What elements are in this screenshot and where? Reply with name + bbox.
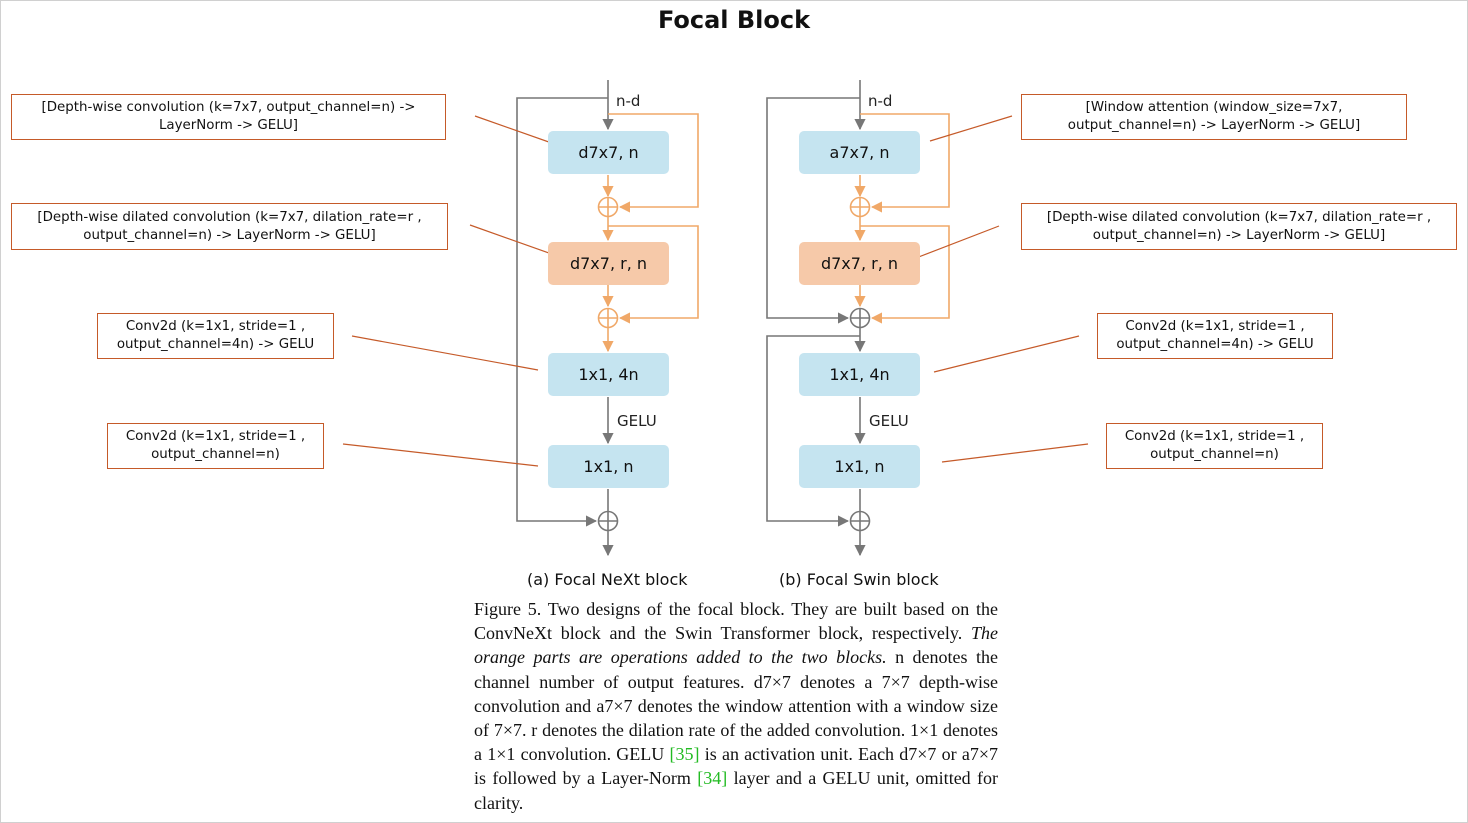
left-block-caption: (a) Focal NeXt block <box>527 570 688 589</box>
left-block-depthwise-conv: d7x7, n <box>548 131 669 174</box>
left-note-conv-4n: Conv2d (k=1x1, stride=1 , output_channel… <box>97 313 334 359</box>
left-note-connectors <box>342 115 564 467</box>
note-line: LayerNorm -> GELU] <box>158 118 299 133</box>
caption-text: n denotes the channel number of output f… <box>474 647 998 765</box>
note-line: Conv2d (k=1x1, stride=1 , <box>1124 429 1305 444</box>
right-block-conv-n: 1x1, n <box>799 445 920 488</box>
caption-text: layer and a GELU unit, omitted for clari… <box>474 768 998 813</box>
citation-link[interactable]: [35] <box>669 744 700 765</box>
note-line: Conv2d (k=1x1, stride=1 , <box>1125 319 1305 334</box>
left-sum-nodes <box>597 196 619 532</box>
right-note-conv-4n: Conv2d (k=1x1, stride=1 , output_channel… <box>1097 313 1333 359</box>
right-block-dilated-conv: d7x7, r, n <box>799 242 920 285</box>
caption-text: is an activation unit. Each d7×7 or a7×7… <box>474 744 999 789</box>
note-line: output_channel=n) -> LayerNorm -> GELU] <box>83 227 376 243</box>
note-line: output_channel=4n) -> GELU <box>1116 337 1314 352</box>
note-line: output_channel=n) <box>1150 447 1279 462</box>
left-block-conv-4n: 1x1, 4n <box>548 353 669 396</box>
left-main-path <box>516 80 614 557</box>
note-line: output_channel=4n) -> GELU <box>116 337 315 352</box>
note-line: [Depth-wise convolution (k=7x7, output_c… <box>41 100 416 115</box>
right-sum-nodes <box>849 196 871 532</box>
left-note-conv-n: Conv2d (k=1x1, stride=1 , output_channel… <box>107 423 324 469</box>
diagram-title: Focal Block <box>657 6 811 34</box>
note-line: Conv2d (k=1x1, stride=1 , <box>125 429 306 444</box>
left-input-label: n-d <box>616 92 641 110</box>
right-orange-path <box>854 113 950 324</box>
caption-text: Figure 5. Two designs of the focal block… <box>474 599 998 644</box>
right-note-conv-n: Conv2d (k=1x1, stride=1 , output_channel… <box>1106 423 1323 469</box>
left-orange-path <box>602 113 699 353</box>
right-gelu-label: GELU <box>869 412 909 430</box>
right-block-window-attention: a7x7, n <box>799 131 920 174</box>
note-line: [Depth-wise dilated convolution (k=7x7, … <box>37 209 422 225</box>
right-note-dilated: [Depth-wise dilated convolution (k=7x7, … <box>1021 203 1457 250</box>
note-line: [Window attention (window_size=7x7, <box>1085 100 1343 115</box>
note-line: Conv2d (k=1x1, stride=1 , <box>125 319 306 334</box>
note-line: [Depth-wise dilated convolution (k=7x7, … <box>1046 209 1432 225</box>
note-line: output_channel=n) -> LayerNorm -> GELU] <box>1092 227 1386 243</box>
note-line: output_channel=n) -> LayerNorm -> GELU] <box>1067 118 1361 133</box>
right-block-conv-4n: 1x1, 4n <box>799 353 920 396</box>
left-gelu-label: GELU <box>617 412 657 430</box>
right-input-label: n-d <box>868 92 893 110</box>
right-block-caption: (b) Focal Swin block <box>779 570 939 589</box>
left-block-conv-n: 1x1, n <box>548 445 669 488</box>
citation-link[interactable]: [34] <box>697 768 728 789</box>
left-note-depthwise: [Depth-wise convolution (k=7x7, output_c… <box>11 94 446 140</box>
caption-italic-text: The orange parts are operations added to… <box>474 623 998 668</box>
right-main-path <box>766 80 866 557</box>
left-block-dilated-conv: d7x7, r, n <box>548 242 669 285</box>
left-note-dilated: [Depth-wise dilated convolution (k=7x7, … <box>11 203 448 250</box>
figure-caption: Figure 5. Two designs of the focal block… <box>474 597 998 815</box>
right-note-window-attention: [Window attention (window_size=7x7, outp… <box>1021 94 1407 140</box>
right-note-connectors <box>915 115 1089 463</box>
note-line: output_channel=n) <box>151 447 280 462</box>
